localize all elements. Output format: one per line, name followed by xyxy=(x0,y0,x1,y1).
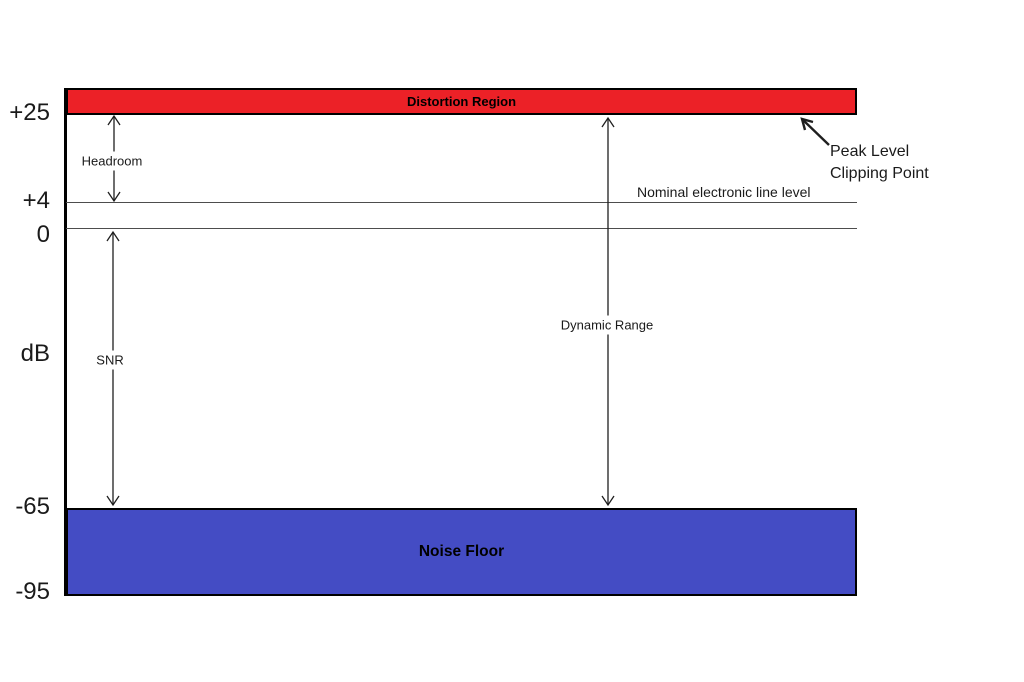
noise-floor-bar: Noise Floor xyxy=(66,508,857,596)
db-axis-line xyxy=(64,88,67,596)
distortion-region-bar: Distortion Region xyxy=(66,88,857,115)
peak-clipping-arrow xyxy=(800,117,830,146)
dynamic-range-label: Dynamic Range xyxy=(556,315,658,335)
distortion-region-label: Distortion Region xyxy=(406,94,517,109)
headroom-label: Headroom xyxy=(77,151,147,171)
peak-clipping-label-line2: Clipping Point xyxy=(830,165,929,182)
tick-plus25: +25 xyxy=(9,99,50,126)
tick-minus65: -65 xyxy=(15,493,50,520)
tick-zero: 0 xyxy=(36,221,50,248)
peak-clipping-label-line1: Peak Level xyxy=(830,143,910,160)
snr-label: SNR xyxy=(92,350,128,370)
peak-clipping-label: Peak Level Clipping Point xyxy=(830,141,929,185)
tick-minus95: -95 xyxy=(15,578,50,605)
nominal-level-line xyxy=(66,202,857,203)
tick-plus4: +4 xyxy=(22,187,50,214)
nominal-line-level-label: Nominal electronic line level xyxy=(637,184,811,200)
dynamic-range-arrow xyxy=(601,116,615,507)
zero-db-line xyxy=(66,228,857,229)
noise-floor-label: Noise Floor xyxy=(418,543,505,560)
axis-unit-label: dB xyxy=(20,340,50,367)
